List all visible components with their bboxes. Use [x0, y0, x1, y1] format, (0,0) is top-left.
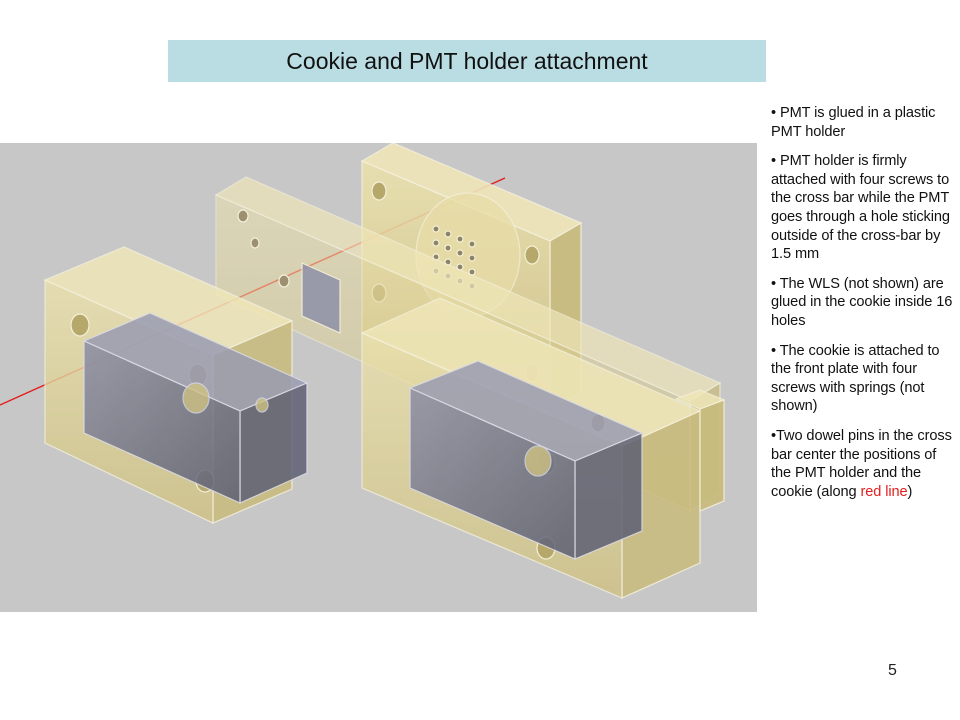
slide-title: Cookie and PMT holder attachment — [286, 47, 648, 74]
bullet-text-end: ) — [907, 483, 913, 500]
bullet-text: •Two dowel pins in the cross bar center … — [771, 427, 952, 500]
title-banner: Cookie and PMT holder attachment — [168, 40, 766, 82]
end-bar — [674, 389, 726, 512]
left-cookie — [82, 312, 309, 504]
page-number: 5 — [888, 662, 897, 679]
bullet-item: • PMT holder is firmly attached with fou… — [771, 153, 950, 263]
right-cookie — [408, 360, 644, 560]
bullet-list: • PMT is glued in a plastic PMT holder •… — [771, 104, 957, 512]
bullet-item: • The WLS (not shown) are glued in the c… — [771, 275, 953, 329]
bullet-item: • PMT is glued in a plastic PMT holder — [771, 105, 936, 140]
bullet-item: • The cookie is attached to the front pl… — [771, 342, 940, 415]
bullet-item: •Two dowel pins in the cross bar center … — [771, 427, 957, 501]
cad-illustration — [0, 143, 726, 599]
cad-figure — [0, 143, 757, 612]
red-line-text: red line — [860, 483, 908, 500]
